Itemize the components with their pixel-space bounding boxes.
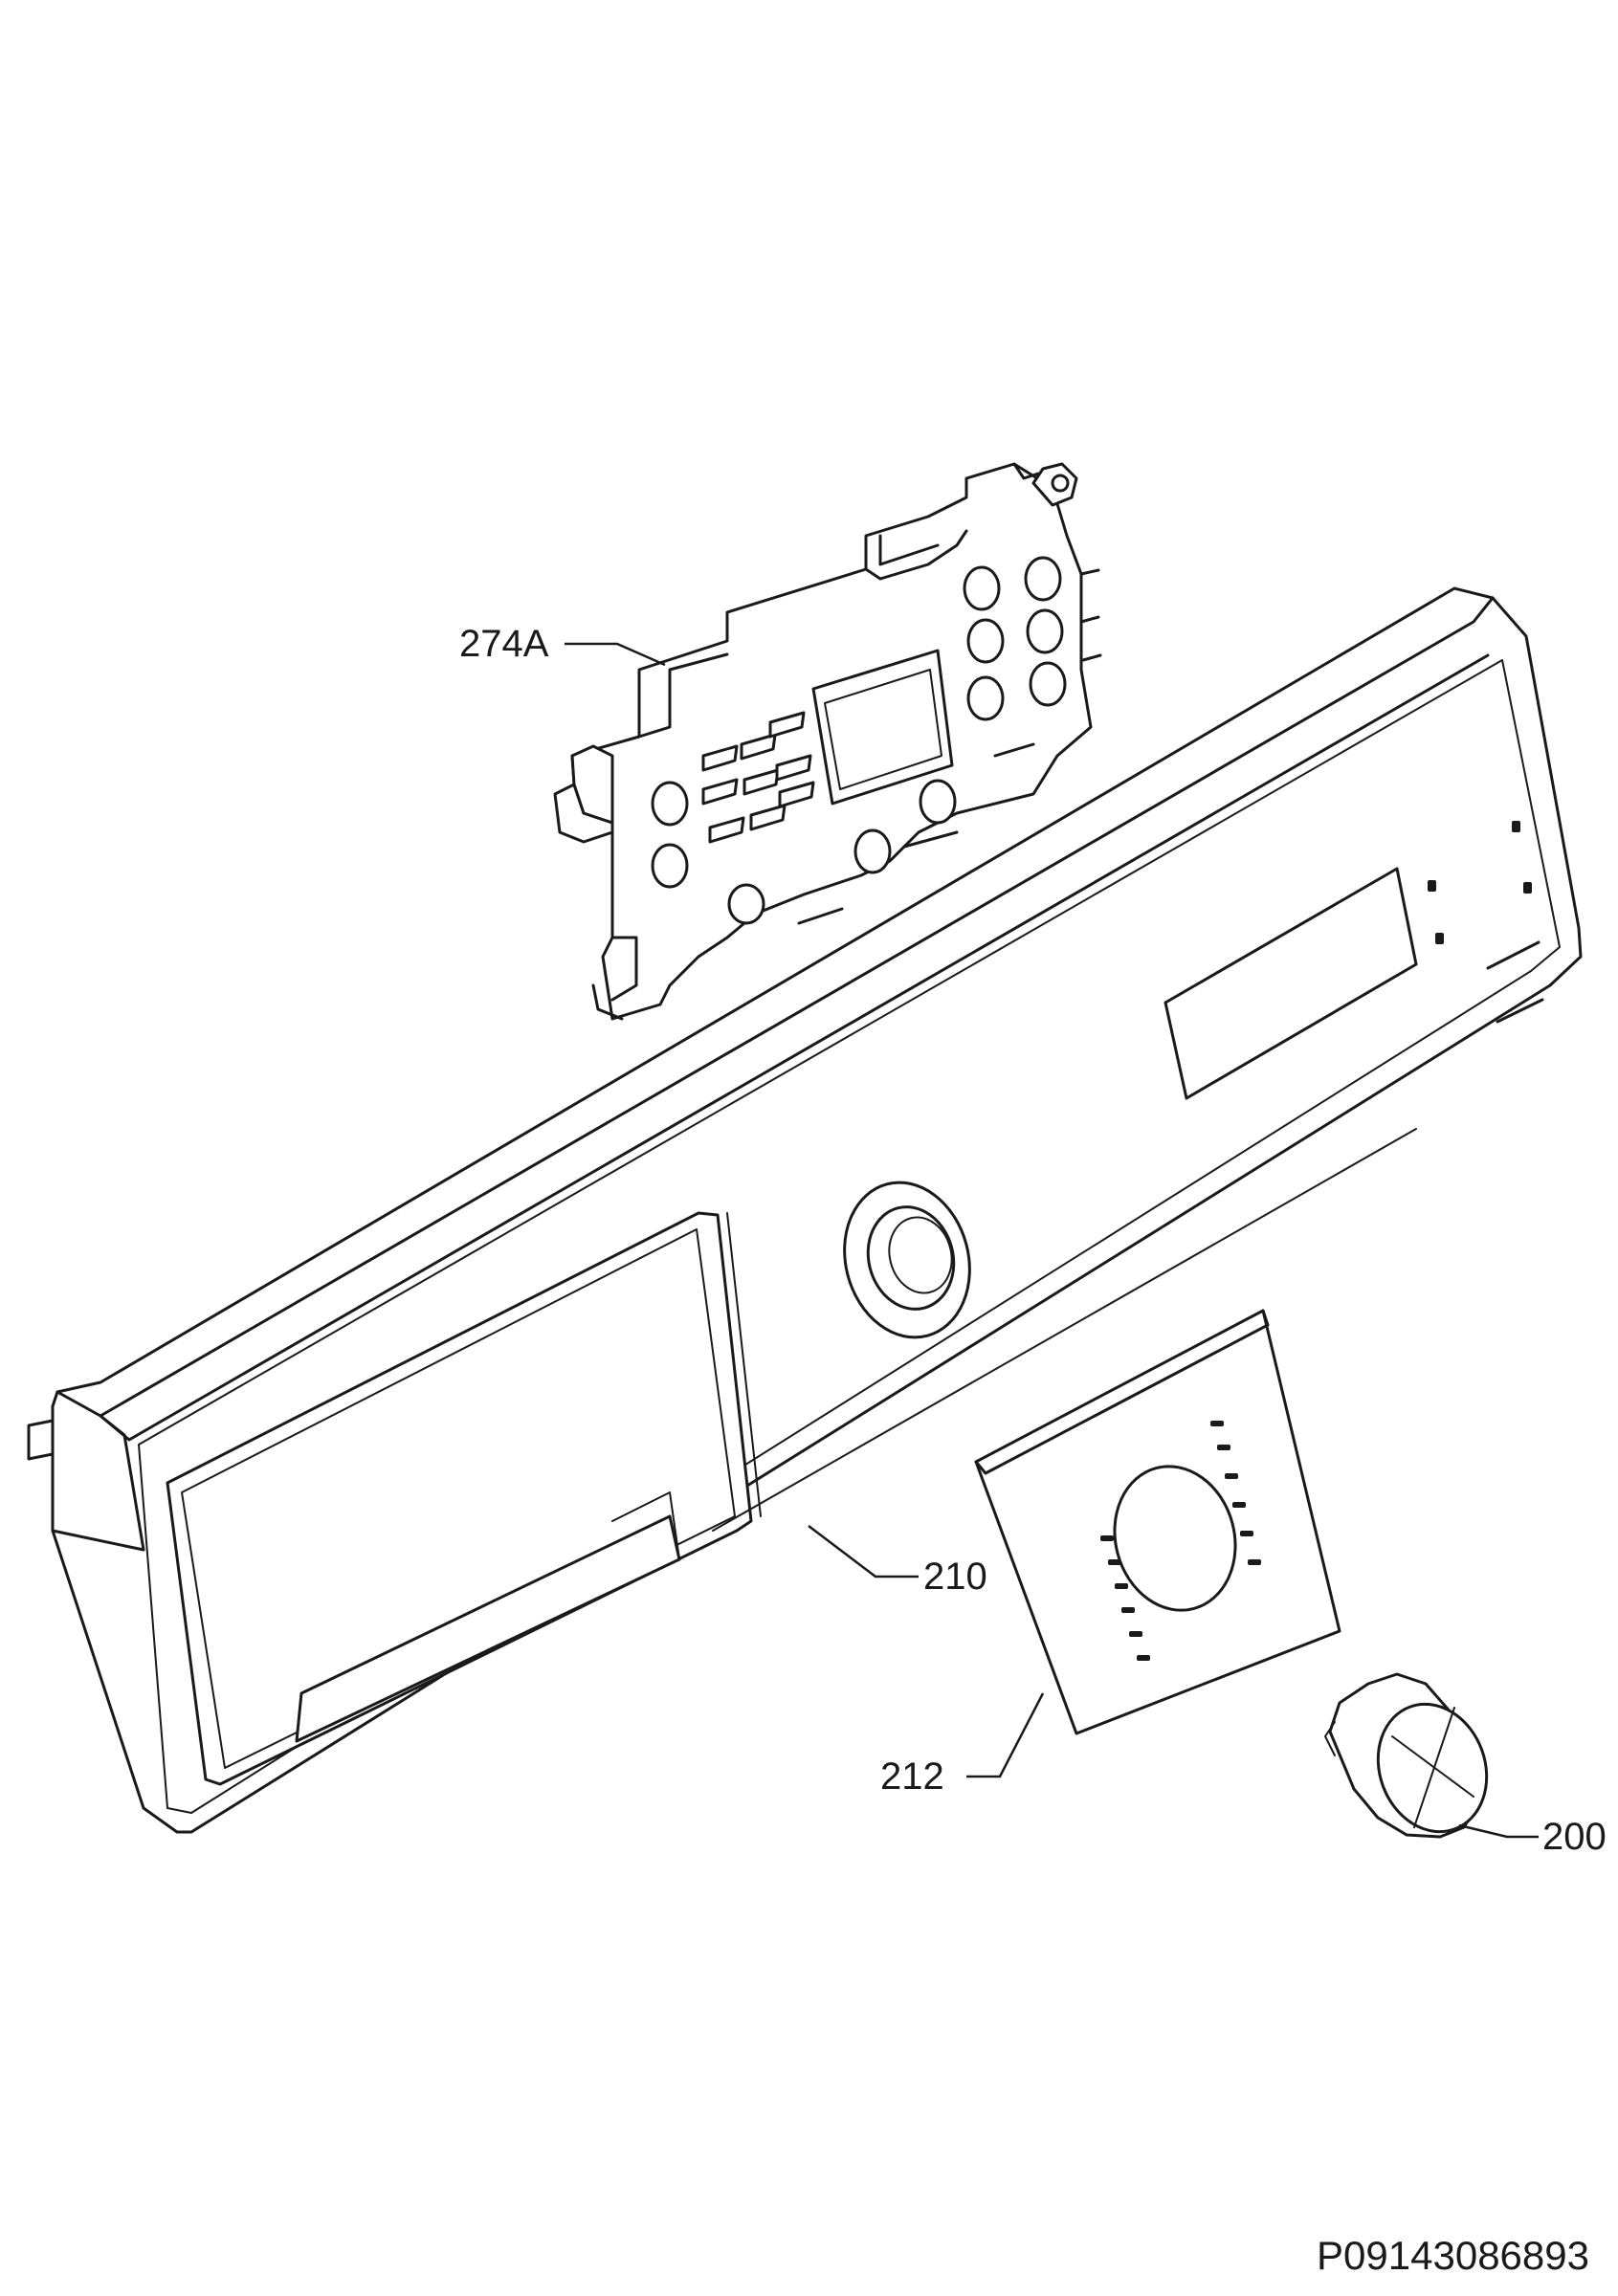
callout-label-212: 212 [880,1755,944,1798]
callout-label-274a: 274A [459,623,549,665]
callout-label-200: 200 [1542,1816,1607,1858]
selector-knob [1324,1672,1489,1839]
button-housing-group [651,556,1067,925]
overlay-indicator-marks [1100,1421,1261,1661]
callout-label-210: 210 [923,1556,987,1598]
control-panel [27,586,1583,1834]
pcb-support-bracket [553,462,1102,1021]
diagram-code: P09143086893 [1317,2233,1589,2278]
panel-overlay [974,1309,1341,1735]
callout-leaders [565,642,1539,1839]
led-light-guides [701,711,815,844]
